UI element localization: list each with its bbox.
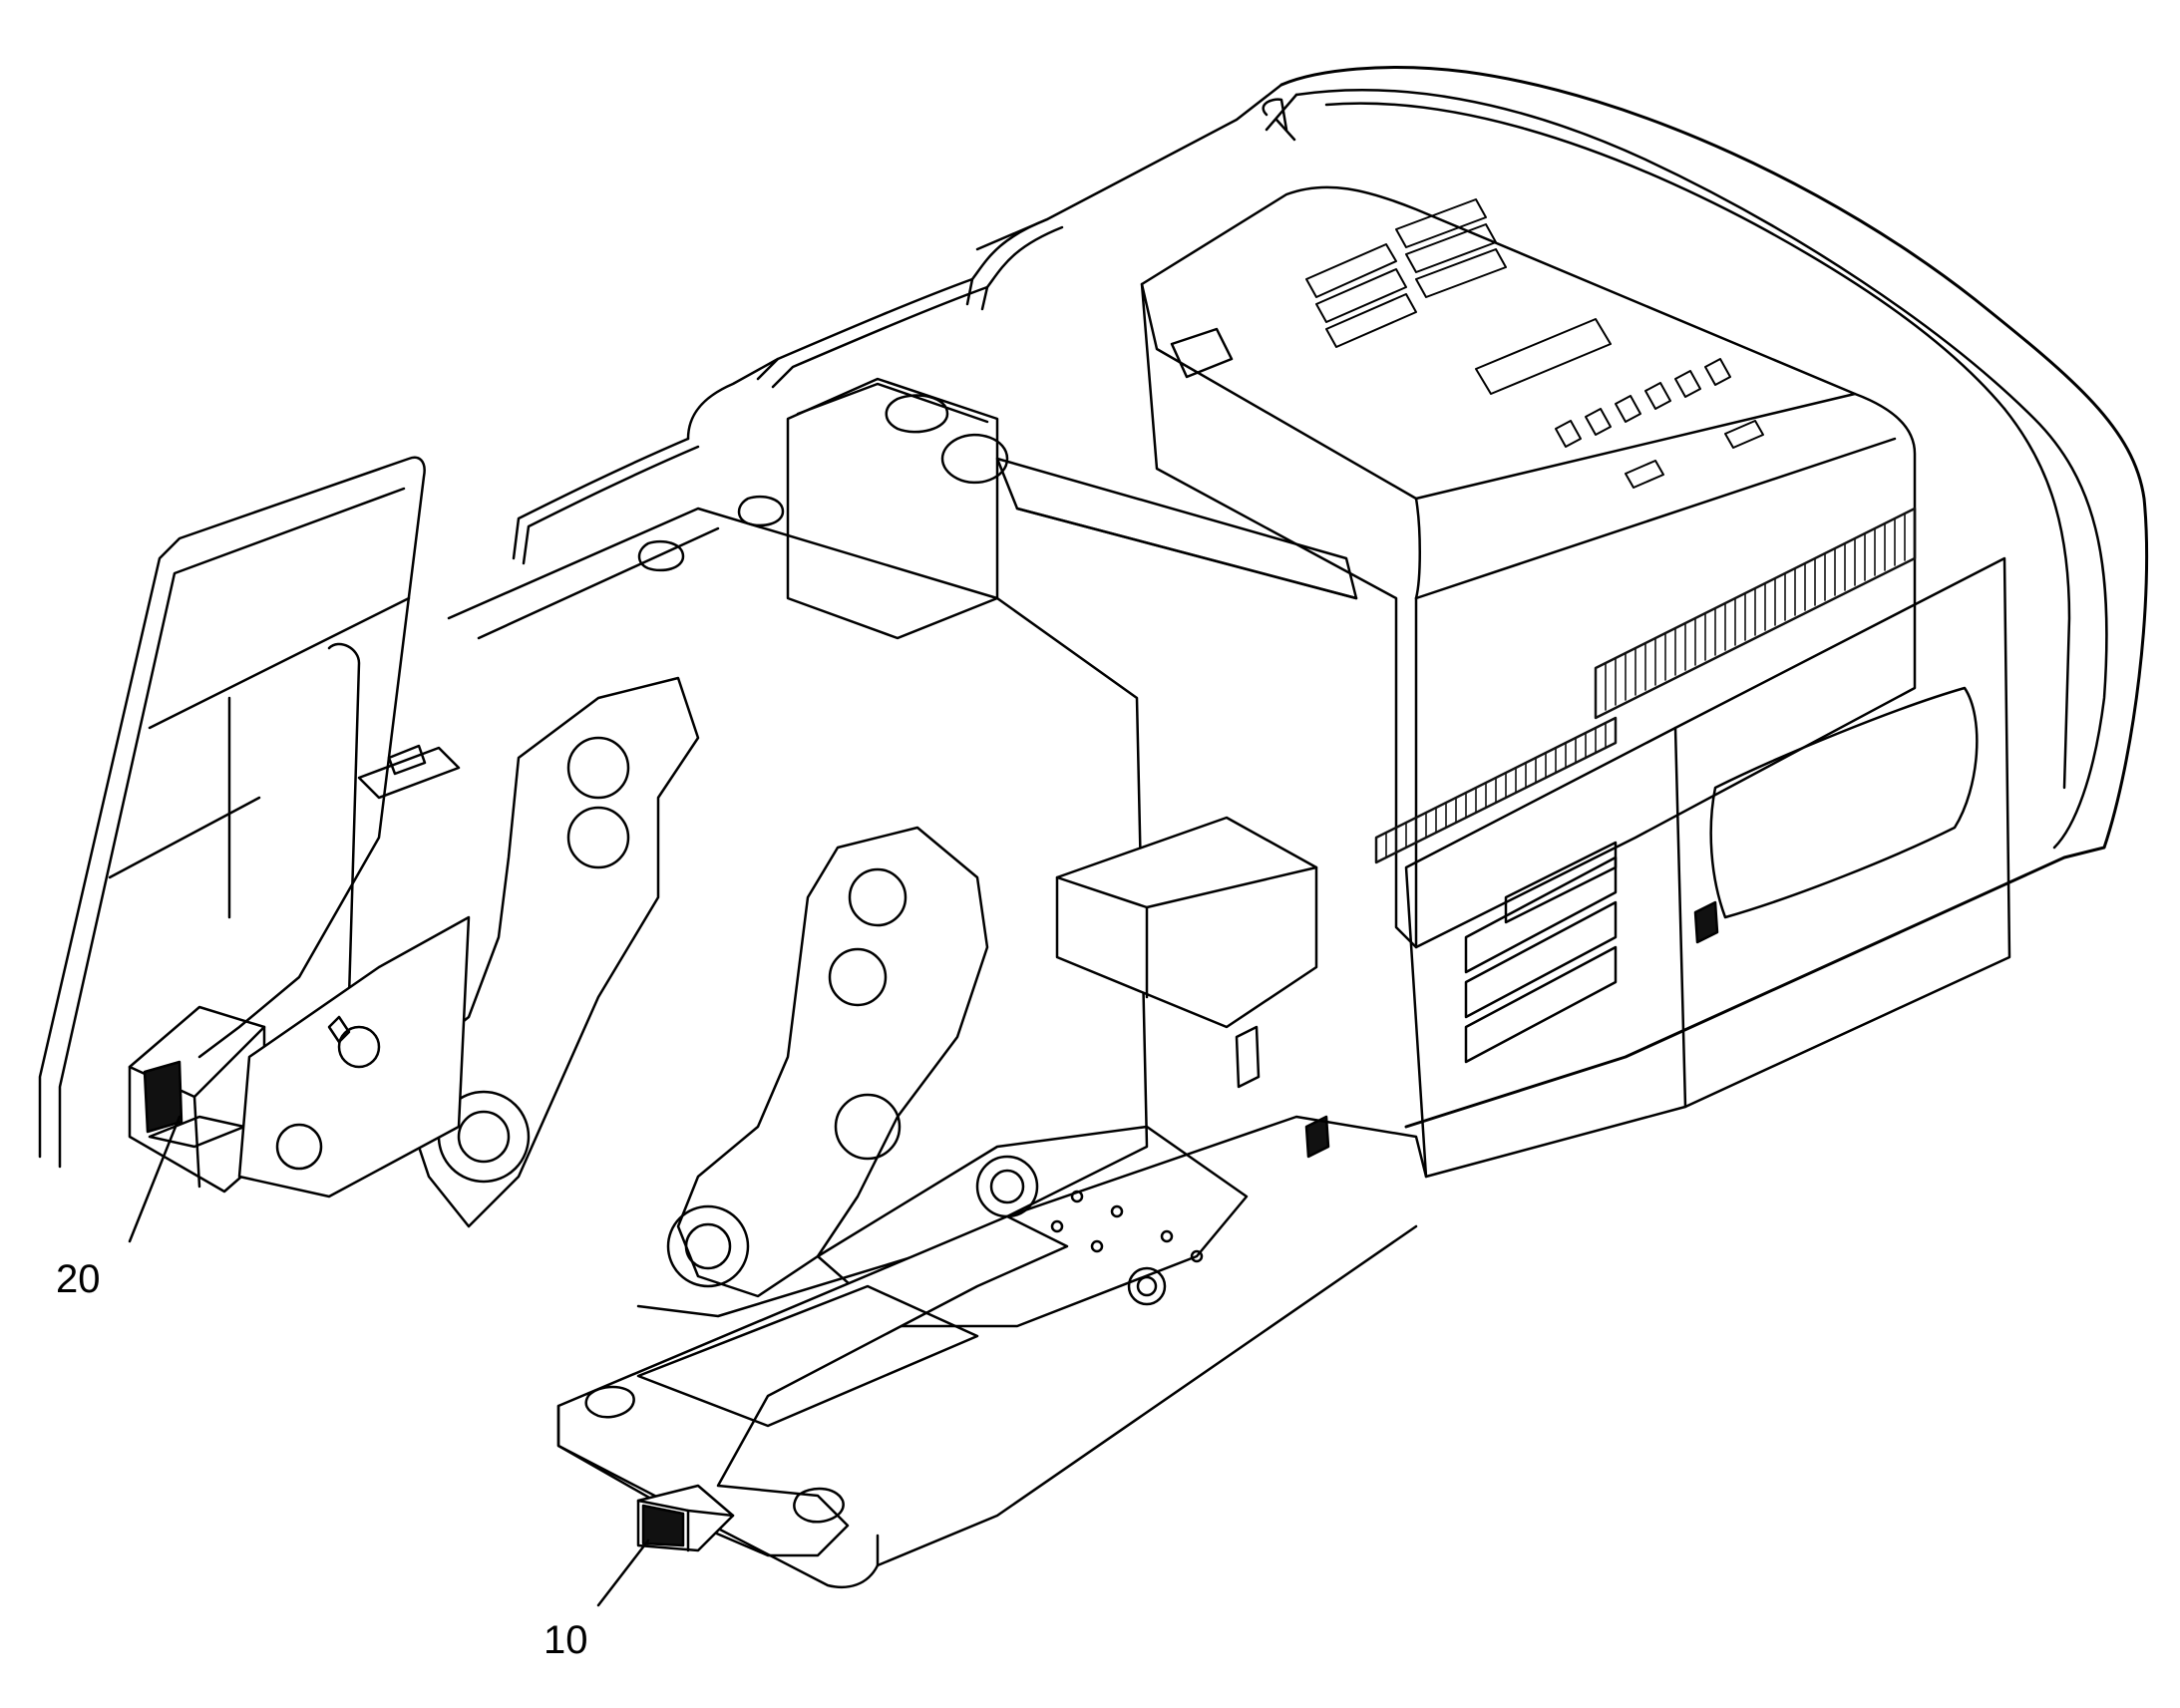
left-tank xyxy=(237,744,471,1198)
machine-outer-shell xyxy=(975,66,2149,1129)
boom-mount-left xyxy=(407,676,700,1228)
callout-label-10: 10 xyxy=(544,1618,588,1662)
front-frame-platform xyxy=(556,1115,1428,1589)
hood-vent-slots xyxy=(1305,198,1764,489)
door-louvers xyxy=(1464,841,1618,1064)
radiator-grille-hatch xyxy=(1605,512,1906,711)
callout-label-20: 20 xyxy=(56,1257,101,1301)
hood-latch xyxy=(1170,327,1234,379)
step-grid-part-20 xyxy=(143,1060,183,1134)
side-grilles xyxy=(1374,507,1917,864)
tool-box xyxy=(1055,816,1318,1089)
leader-line-10 xyxy=(596,1538,650,1607)
top-guard-rails xyxy=(512,98,1296,565)
engine-hood xyxy=(1140,185,1917,949)
boom-mount-right xyxy=(666,826,989,1298)
side-panel-grille-hatch xyxy=(1385,722,1607,858)
leader-line-20 xyxy=(128,1115,182,1243)
right-side-doors xyxy=(1304,556,2011,1179)
callout-leaders xyxy=(128,1115,650,1607)
left-step-assembly xyxy=(38,456,426,1194)
front-grid-block xyxy=(636,1484,735,1552)
door-recess xyxy=(1709,686,1979,919)
front-grid-part-10 xyxy=(641,1504,685,1547)
